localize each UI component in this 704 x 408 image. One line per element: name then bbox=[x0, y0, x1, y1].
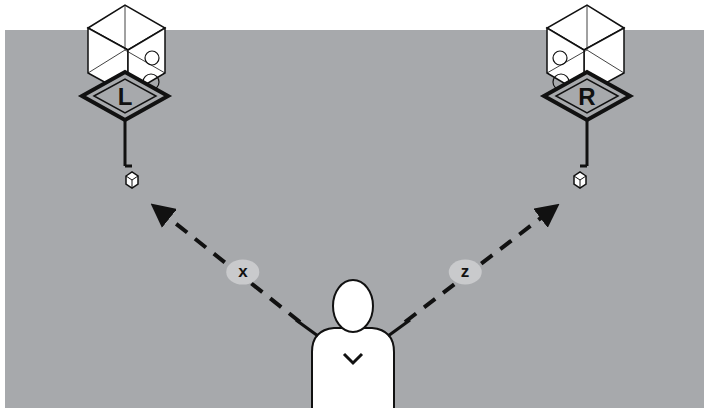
path-arrow bbox=[405, 211, 550, 322]
path-label: z bbox=[449, 260, 482, 285]
right-speaker bbox=[544, 5, 630, 188]
speaker-label: R bbox=[578, 85, 595, 109]
listener-figure bbox=[296, 280, 410, 408]
left-speaker bbox=[82, 5, 168, 188]
speaker-label: L bbox=[118, 85, 133, 109]
path-arrow bbox=[160, 211, 300, 322]
